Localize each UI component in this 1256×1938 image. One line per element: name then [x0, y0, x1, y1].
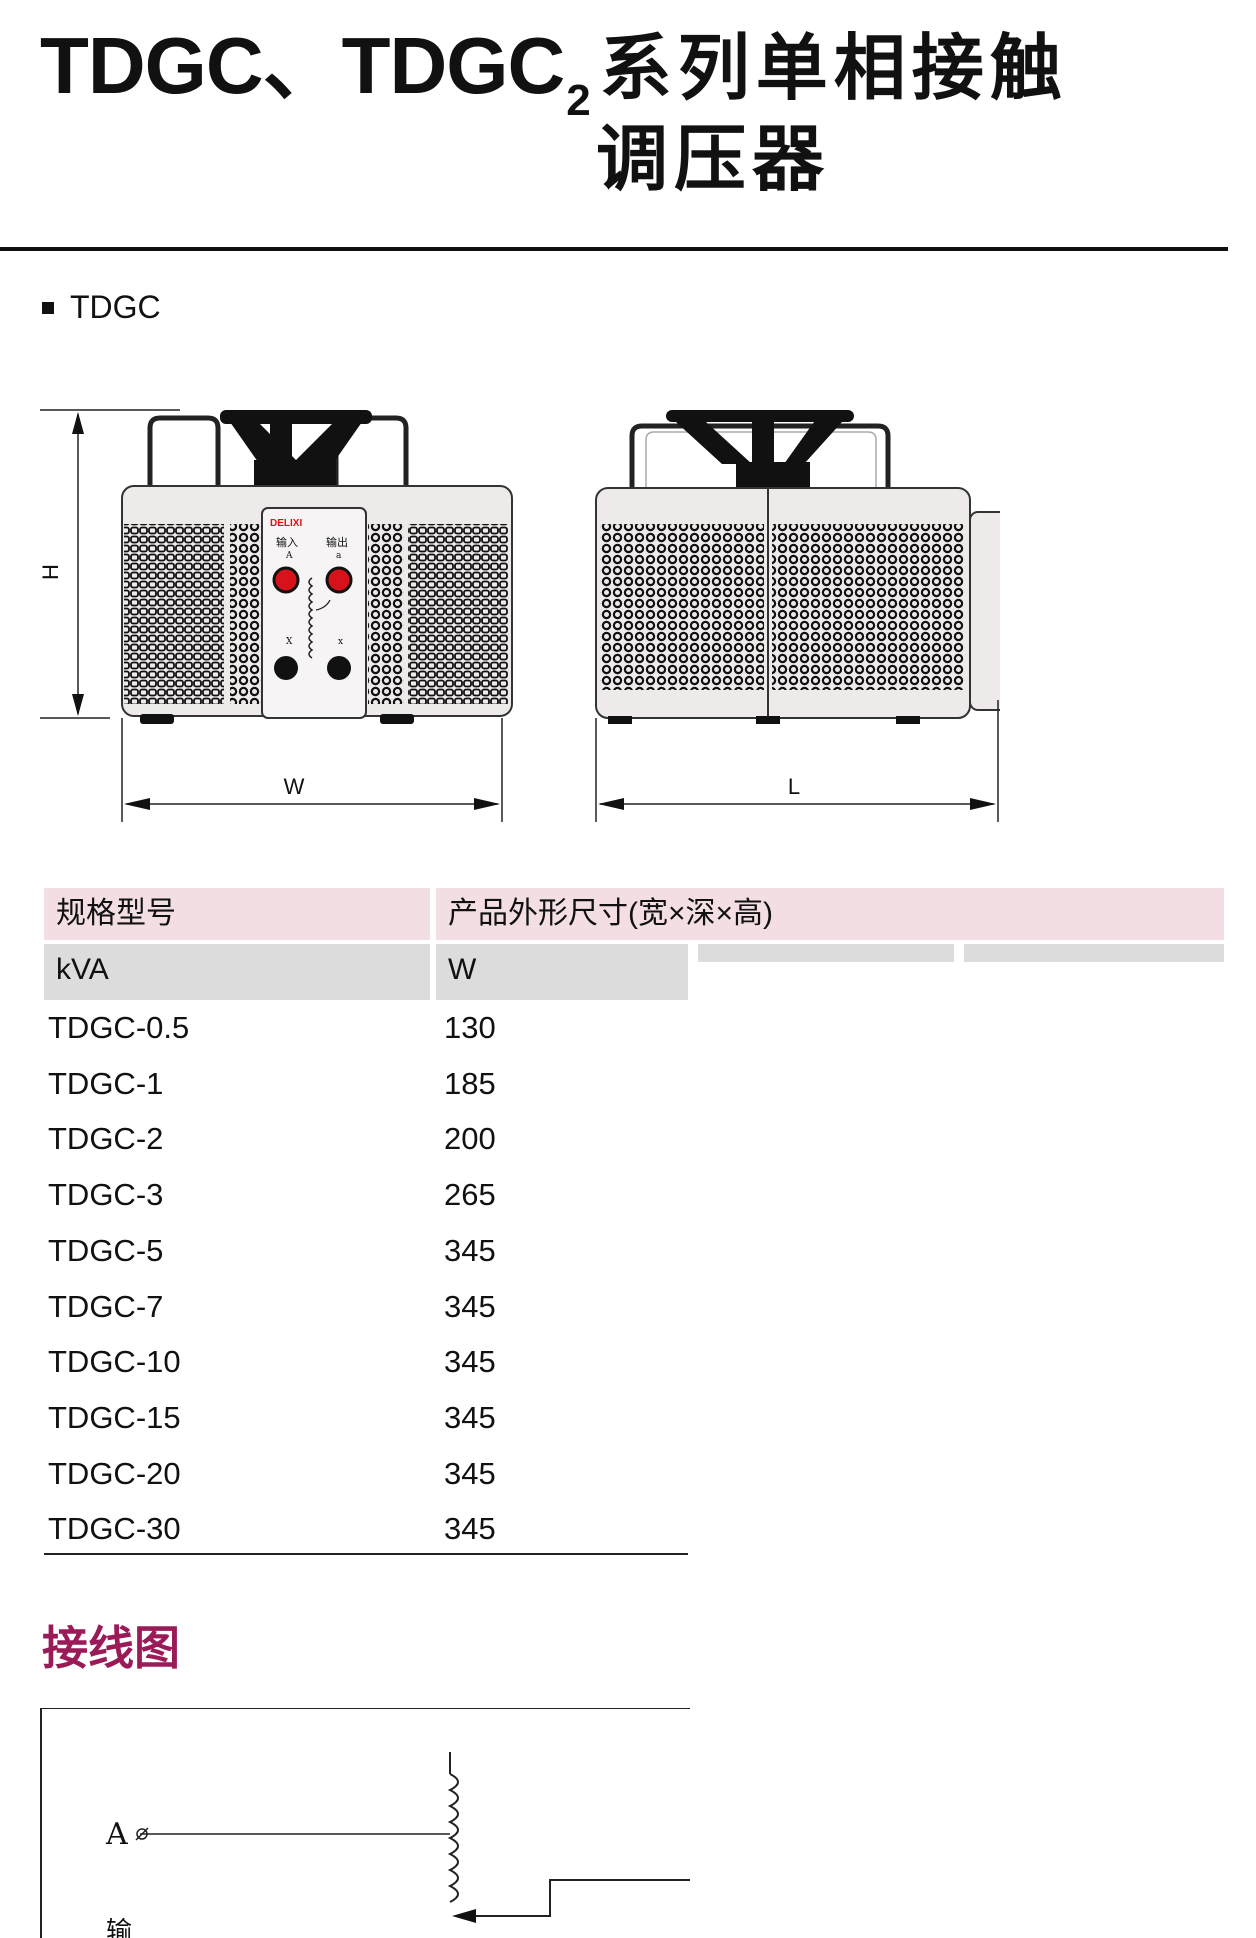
cell-model: TDGC-30 — [48, 1511, 181, 1547]
table-row: TDGC-2 200 — [44, 1111, 688, 1167]
panel-input-label: 输入 — [276, 535, 298, 549]
table-row: TDGC-5 345 — [44, 1223, 688, 1279]
table-row: TDGC-1 185 — [44, 1056, 688, 1112]
title-model-names: TDGC、TDGC — [40, 21, 565, 110]
panel-term-X: X — [286, 637, 293, 647]
cell-w: 345 — [444, 1455, 496, 1491]
cell-model: TDGC-3 — [48, 1177, 164, 1213]
cell-w: 345 — [444, 1232, 496, 1268]
cell-model: TDGC-0.5 — [48, 1010, 190, 1045]
cell-model: TDGC-1 — [48, 1065, 164, 1101]
table-bottom-rule — [44, 1553, 688, 1555]
front-view: H DELIXI 输入 输出 A a X x — [40, 409, 513, 822]
table-row: TDGC-7 345 — [44, 1279, 688, 1335]
header-model: 规格型号 — [44, 888, 430, 940]
header-dims: 产品外形尺寸(宽×深×高) — [436, 888, 1224, 940]
table-row: TDGC-20 345 — [44, 1446, 688, 1502]
title-divider — [0, 247, 1228, 251]
table-header-row-2: kVA W — [44, 944, 1224, 1000]
wiring-diagram-title: 接线图 — [42, 1621, 180, 1675]
brand-logo: DELIXI — [270, 518, 302, 529]
section-label-text: TDGC — [70, 289, 161, 325]
wiring-input-label: 输 — [106, 1917, 132, 1938]
cell-model: TDGC-10 — [48, 1344, 181, 1380]
table-row: TDGC-3 265 — [44, 1167, 688, 1223]
cell-w: 265 — [444, 1177, 496, 1213]
cell-w: 345 — [444, 1399, 496, 1435]
header-w: W — [436, 944, 688, 1000]
cell-model: TDGC-20 — [48, 1455, 181, 1491]
title-cn-line2: 调压器 — [596, 116, 831, 201]
title-subscript: 2 — [566, 76, 591, 125]
cell-model: TDGC-15 — [48, 1399, 181, 1435]
wiring-terminal-A: A — [105, 1817, 128, 1852]
cell-model: TDGC-7 — [48, 1288, 164, 1324]
header-unit: kVA — [44, 944, 430, 1000]
header-h — [964, 944, 1224, 962]
dim-label-h: H — [40, 564, 63, 580]
table-row: TDGC-15 345 — [44, 1390, 688, 1446]
panel-output-label: 输出 — [326, 535, 348, 549]
cell-model: TDGC-5 — [48, 1232, 164, 1268]
side-view: L — [595, 410, 1000, 822]
header-l — [698, 944, 954, 962]
cell-w: 345 — [444, 1344, 496, 1380]
dim-label-l: L — [788, 774, 800, 799]
cell-w: 200 — [444, 1121, 496, 1157]
red-terminal-output — [325, 566, 353, 594]
bullet-square-icon — [42, 302, 54, 314]
black-terminal-input — [274, 656, 298, 680]
table-row: TDGC-30 345 — [44, 1501, 688, 1557]
wiring-diagram: A 输 — [40, 1708, 690, 1938]
cell-w: 130 — [444, 1010, 496, 1045]
panel-term-A: A — [285, 551, 293, 561]
product-drawings: H DELIXI 输入 输出 A a X x — [40, 409, 1000, 822]
dim-label-w: W — [284, 774, 305, 799]
table-row: TDGC-0.5 130 — [44, 1000, 688, 1056]
cell-w: 185 — [444, 1065, 496, 1101]
cell-w: 345 — [444, 1511, 496, 1547]
black-terminal-output — [327, 656, 351, 680]
cell-model: TDGC-2 — [48, 1121, 164, 1157]
table-row: TDGC-10 345 — [44, 1334, 688, 1390]
panel-term-x: x — [338, 637, 343, 647]
section-label: TDGC — [42, 288, 161, 326]
red-terminal-input — [272, 566, 300, 594]
cell-w: 345 — [444, 1288, 496, 1324]
table-header-row-1: 规格型号 产品外形尺寸(宽×深×高) — [44, 888, 1224, 940]
title-cn-line1: 系列单相接触 — [599, 25, 1068, 110]
panel-term-a: a — [336, 551, 342, 561]
